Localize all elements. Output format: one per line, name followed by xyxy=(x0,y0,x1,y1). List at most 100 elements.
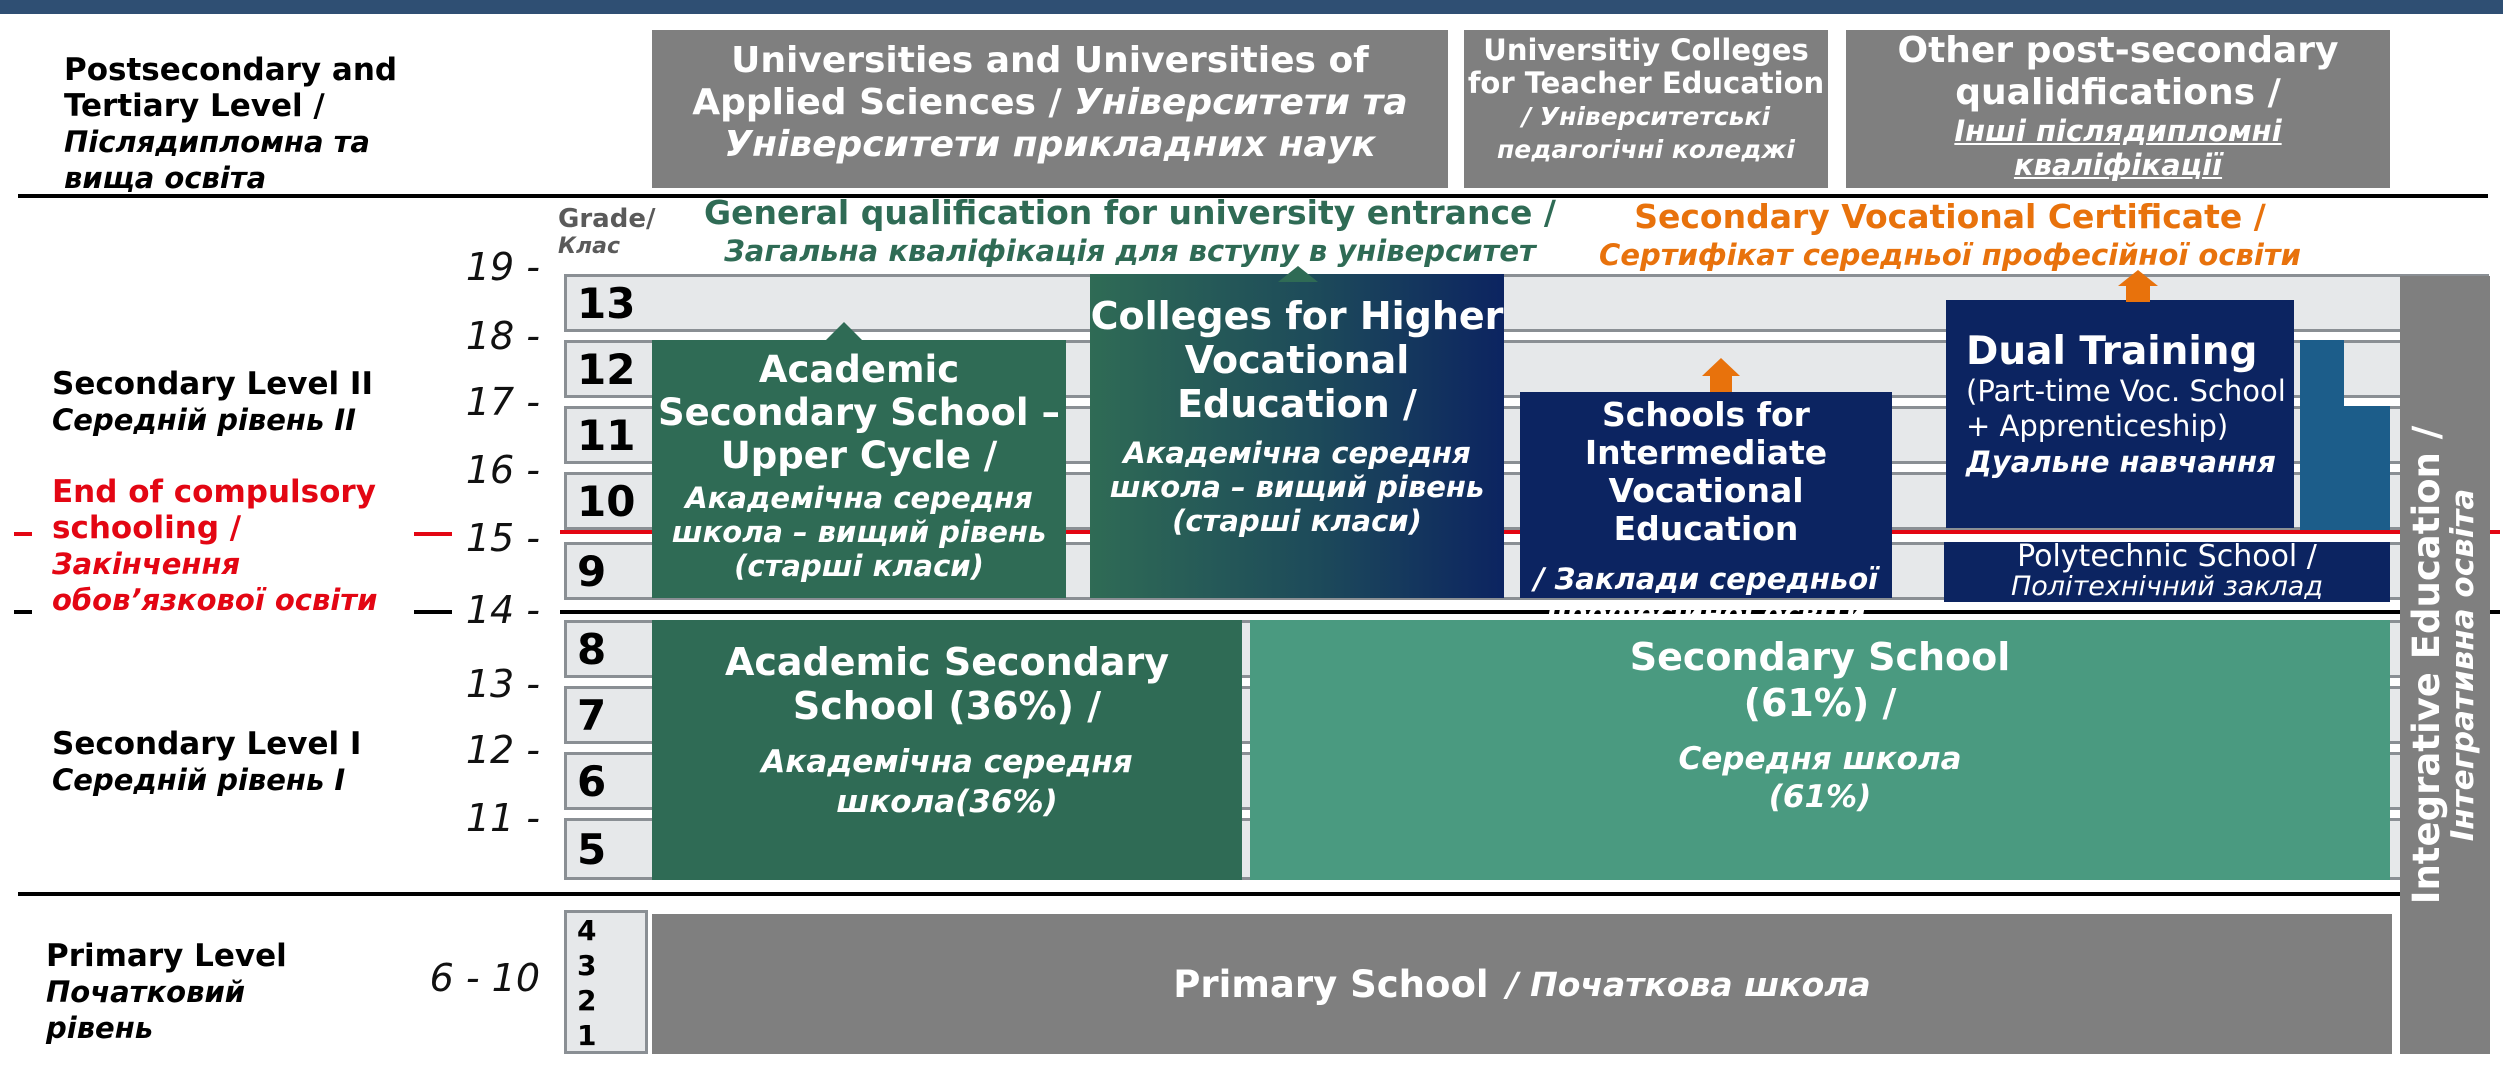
intermediate-arrow-body xyxy=(1710,376,1732,392)
level-secondary-1-en: Secondary Level I xyxy=(52,726,362,762)
level-postsecondary-en: Postsecondary and Tertiary Level / xyxy=(64,52,398,124)
universities-box: Universities and Universities of Applied… xyxy=(652,30,1448,188)
level-primary-en: Primary Level xyxy=(46,938,287,974)
age-6-10: 6 - 10 xyxy=(429,956,540,1000)
primary-school-box: Primary School / Початкова школа xyxy=(652,914,2392,1054)
age-14: 14 - xyxy=(465,588,540,632)
academic-lower-ua: Академічна середня школа(36%) xyxy=(761,744,1133,820)
integrative-text: Integrative Education / Інтегративна осв… xyxy=(2405,285,2481,1045)
grade-9: 9 xyxy=(577,546,607,596)
integrative-ua: Інтегративна освіта xyxy=(2445,488,2481,842)
dual-title: Dual Training xyxy=(1966,329,2258,374)
other-postsecondary-en: Other post-secondary qualidfications / xyxy=(1897,30,2339,113)
age-11: 11 - xyxy=(465,796,540,840)
integrative-box: Integrative Education / Інтегративна осв… xyxy=(2400,276,2490,1054)
grade-2: 2 xyxy=(577,984,597,1017)
dual-training-box: Dual Training (Part-time Voc. School + A… xyxy=(1946,300,2294,528)
grade-13: 13 xyxy=(577,278,636,328)
grade-4: 4 xyxy=(577,914,597,947)
primary-school-ua: / Початкова школа xyxy=(1506,964,1871,1004)
compulsory-dash-red xyxy=(14,532,32,536)
level-compulsory: End of compulsory schooling / Закінчення… xyxy=(52,474,412,618)
general-qualification-en: General qualification for university ent… xyxy=(704,193,1556,232)
general-qualification-ua: Загальна кваліфікація для вступу в уніве… xyxy=(724,234,1536,268)
grade-3: 3 xyxy=(577,949,597,982)
secondary-school-en: Secondary School (61%) / xyxy=(1629,635,2011,725)
teacher-colleges-box: Universitiy Colleges for Teacher Educati… xyxy=(1464,30,1828,188)
academic-upper-box: Academic Secondary School – Upper Cycle … xyxy=(652,340,1066,598)
grade-header-en: Grade/ xyxy=(558,204,656,234)
grade-12: 12 xyxy=(577,344,636,394)
academic-upper-en: Academic Secondary School – Upper Cycle … xyxy=(658,348,1060,477)
polytechnic-en: Polytechnic School / xyxy=(2017,539,2317,574)
grade-header: Grade/ Клас xyxy=(558,204,655,259)
dual-ua: Дуальне навчання xyxy=(1966,445,2276,479)
polytechnic-ua: Політехнічний заклад xyxy=(2010,571,2324,602)
grade-10: 10 xyxy=(577,476,636,526)
universities-ua: Університети та Університети прикладних … xyxy=(724,82,1408,165)
grade-header-ua: Клас xyxy=(558,234,620,259)
vocational-certificate-ua: Сертифікат середньої професійної освіти xyxy=(1599,238,2301,272)
teacher-colleges-ua: / Університетські педагогічні коледжі xyxy=(1497,102,1795,164)
dual-arrow-body xyxy=(2126,284,2150,302)
primary-grades: 4 3 2 1 xyxy=(564,910,648,1054)
age-19: 19 - xyxy=(465,245,540,289)
other-postsecondary-ua: Інші післядипломні кваліфікації xyxy=(1954,114,2282,182)
age-16: 16 - xyxy=(465,448,540,492)
grade-8: 8 xyxy=(577,624,607,674)
other-postsecondary-box: Other post-secondary qualidfications / І… xyxy=(1846,30,2390,188)
age-15-dash xyxy=(414,532,452,536)
universities-en: Universities and Universities of Applied… xyxy=(692,40,1369,123)
level-secondary-2-en: Secondary Level II xyxy=(52,366,373,402)
top-bar xyxy=(0,0,2503,14)
level-postsecondary: Postsecondary and Tertiary Level / Після… xyxy=(64,52,444,196)
intermediate-en: Schools for Intermediate Vocational Educ… xyxy=(1584,395,1828,548)
age-18: 18 - xyxy=(465,314,540,358)
level-postsecondary-ua: Післядипломна та вища освіта xyxy=(64,125,370,195)
academic-lower-box: Academic Secondary School (36%) / Академ… xyxy=(652,620,1242,880)
level-compulsory-ua: Закінчення обов’язкової освіти xyxy=(52,547,378,617)
level-secondary-1: Secondary Level I Середній рівень I xyxy=(52,726,452,798)
academic-upper-arrow xyxy=(824,322,864,342)
academic-upper-ua: Академічна середня школа – вищий рівень … xyxy=(671,481,1047,583)
colleges-ua: Академічна середня школа – вищий рівень … xyxy=(1109,436,1485,538)
level-primary-ua: Початковий рівень xyxy=(46,975,246,1045)
level-compulsory-en: End of compulsory schooling / xyxy=(52,474,376,546)
compulsory-dash-black xyxy=(14,610,32,614)
grade-11: 11 xyxy=(577,410,636,460)
separator-primary xyxy=(18,892,2488,896)
colleges-en: Colleges for Higher Vocational Education… xyxy=(1090,294,1504,426)
integrative-en: Integrative Education / xyxy=(2405,425,2448,905)
age-13: 13 - xyxy=(465,662,540,706)
intermediate-arrow xyxy=(1702,358,1740,376)
colleges-box: Colleges for Higher Vocational Education… xyxy=(1090,274,1504,598)
dual-desc: (Part-time Voc. School + Apprenticeship) xyxy=(1966,374,2286,443)
primary-school-en: Primary School xyxy=(1173,962,1489,1006)
separator-compulsory-black xyxy=(560,610,2500,614)
grade-7: 7 xyxy=(577,690,607,740)
teacher-colleges-en: Universitiy Colleges for Teacher Educati… xyxy=(1467,33,1825,100)
level-secondary-2-ua: Середній рівень II xyxy=(52,403,356,437)
dual-arrow xyxy=(2118,270,2158,286)
age-14-dash xyxy=(414,610,452,614)
level-secondary-2: Secondary Level II Середній рівень II xyxy=(52,366,452,438)
age-12: 12 - xyxy=(465,728,540,772)
secondary-school-ua: Середня школа (61%) xyxy=(1678,741,1962,815)
age-17: 17 - xyxy=(465,380,540,424)
grade-6: 6 xyxy=(577,756,607,806)
general-qualification: General qualification for university ent… xyxy=(700,194,1560,270)
grade-5: 5 xyxy=(577,824,607,874)
academic-lower-en: Academic Secondary School (36%) / xyxy=(724,640,1170,728)
separator-tertiary xyxy=(18,194,2488,198)
level-primary: Primary Level Початковий рівень xyxy=(46,938,346,1046)
intermediate-box: Schools for Intermediate Vocational Educ… xyxy=(1520,392,1892,630)
level-secondary-1-ua: Середній рівень I xyxy=(52,763,346,797)
vocational-certificate-en: Secondary Vocational Certificate / xyxy=(1634,197,2266,236)
secondary-school-box: Secondary School (61%) / Середня школа (… xyxy=(1250,620,2390,880)
vocational-certificate: Secondary Vocational Certificate / Серти… xyxy=(1570,198,2330,274)
dual-step-1 xyxy=(2300,340,2344,530)
grade-1: 1 xyxy=(577,1019,597,1052)
age-15: 15 - xyxy=(465,516,540,560)
colleges-arrow xyxy=(1278,266,1318,282)
dual-step-2 xyxy=(2344,406,2390,530)
